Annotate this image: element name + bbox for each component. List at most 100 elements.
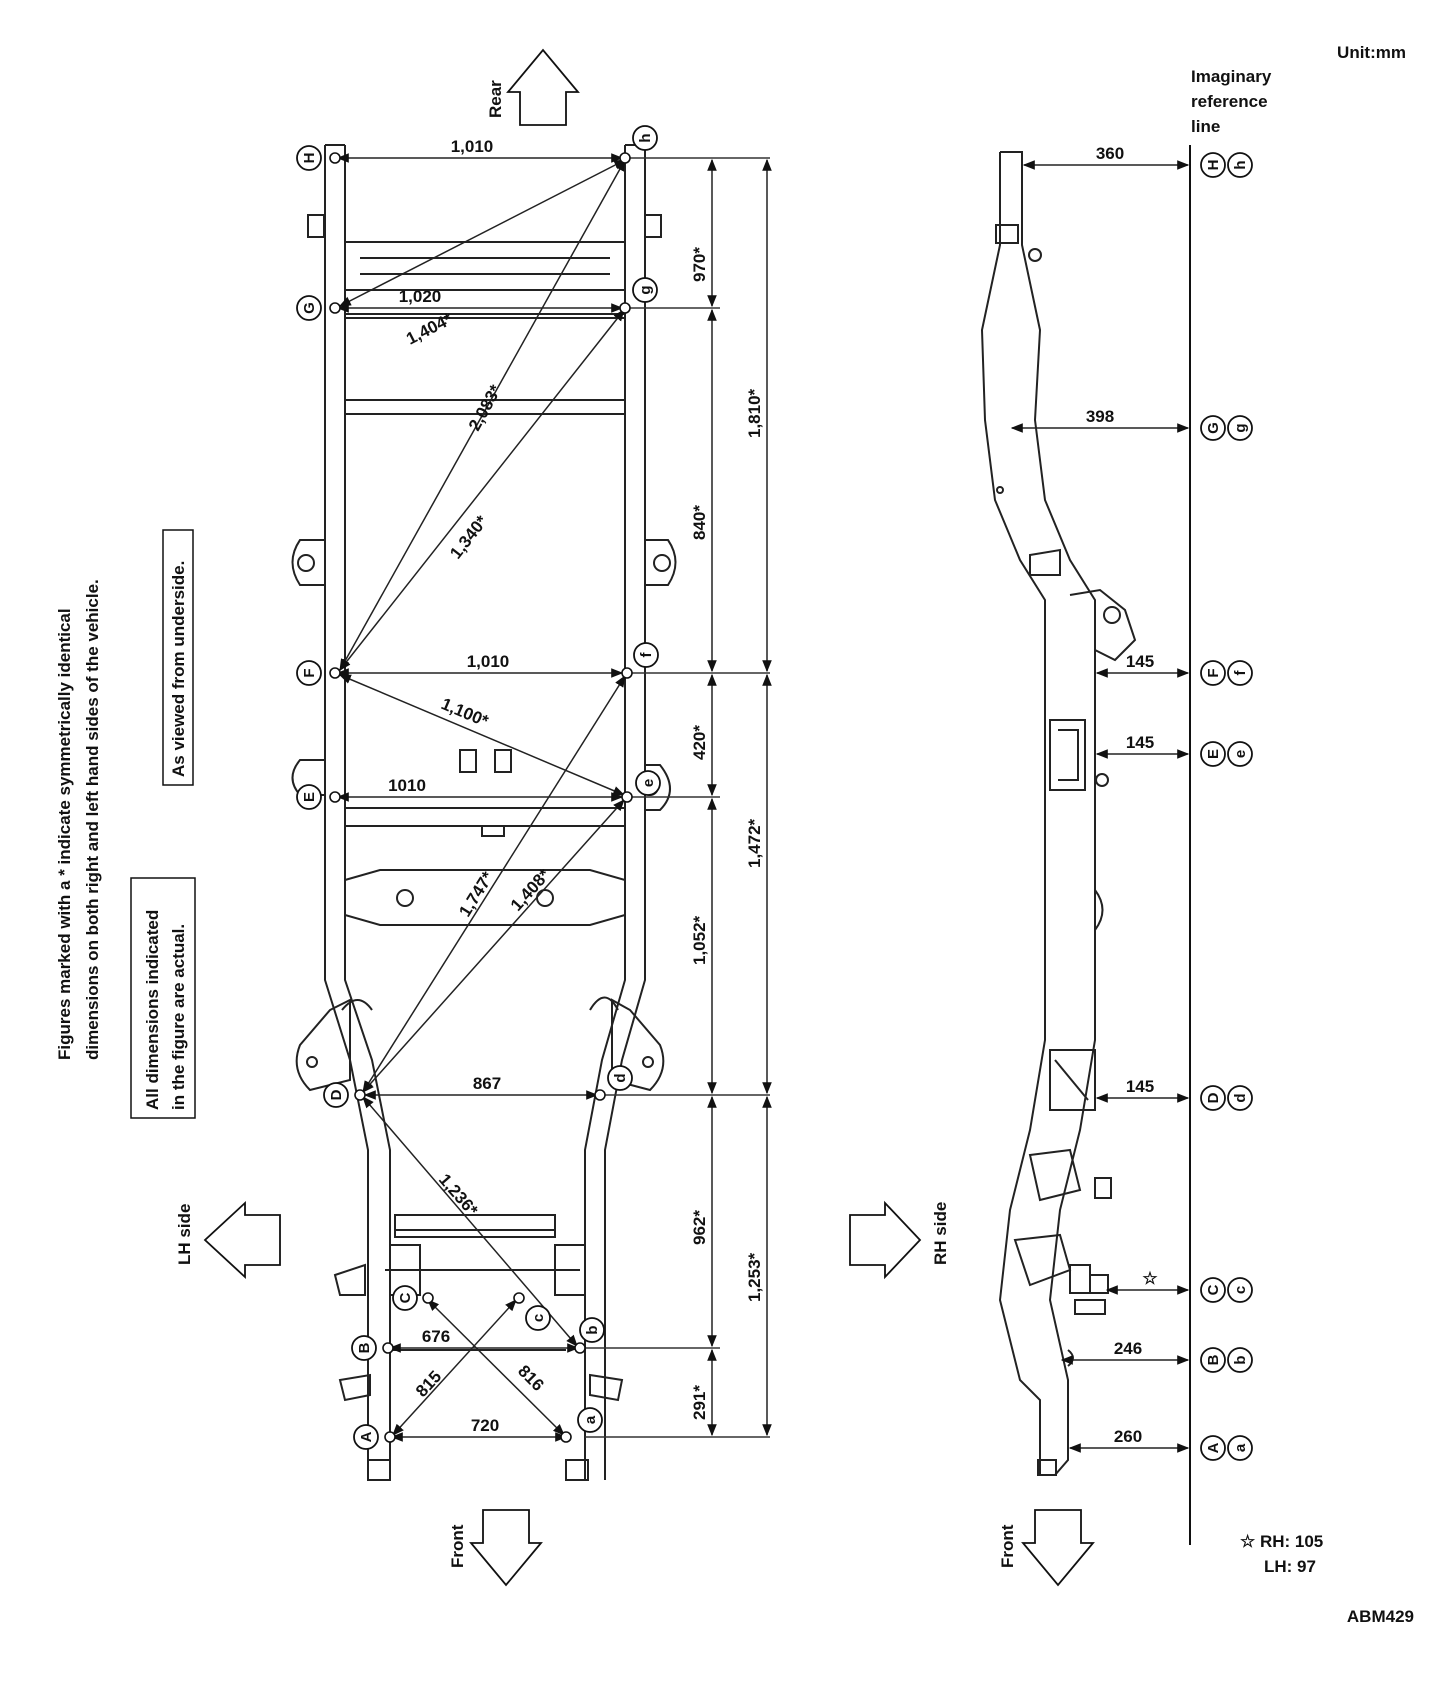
svg-text:Front: Front xyxy=(998,1524,1017,1568)
svg-text:g: g xyxy=(637,285,654,294)
width-G-g: 1,020 xyxy=(399,287,442,306)
length-b-a: 291* xyxy=(690,1385,709,1420)
side-point-labels: H h G g F f E e D d C c B b A a xyxy=(1200,152,1253,1461)
point-label-h: h xyxy=(632,125,658,151)
point-label-a: a xyxy=(577,1407,603,1433)
width-H-h: 1,010 xyxy=(451,137,494,156)
svg-text:B: B xyxy=(1205,1354,1222,1365)
point-label-D: D xyxy=(323,1082,349,1108)
plan-view-frame xyxy=(291,144,677,1481)
actual-dimensions-box: All dimensions indicated in the figure a… xyxy=(130,877,196,1119)
point-label-G: G xyxy=(296,295,322,321)
svg-text:LH side: LH side xyxy=(175,1204,194,1265)
side-label-B-b: B b xyxy=(1200,1347,1253,1373)
lh-side-arrow: LH side xyxy=(175,1200,281,1280)
length-f-d: 1,472* xyxy=(745,818,764,868)
plan-length-dimensions xyxy=(707,158,772,1437)
width-F-f: 1,010 xyxy=(467,652,510,671)
side-label-D-d: D d xyxy=(1200,1085,1253,1111)
svg-text:b: b xyxy=(1232,1355,1249,1364)
svg-text:g: g xyxy=(1232,423,1249,432)
svg-text:c: c xyxy=(1232,1286,1249,1294)
svg-text:F: F xyxy=(301,668,318,677)
svg-text:All dimensions indicated: All dimensions indicated xyxy=(143,910,162,1110)
point-label-c: c xyxy=(525,1305,551,1331)
length-d-b: 962* xyxy=(690,1210,709,1245)
svg-text:Rear: Rear xyxy=(486,80,505,118)
svg-text:h: h xyxy=(1232,160,1249,169)
svg-text:reference: reference xyxy=(1191,92,1268,111)
length-f-e: 420* xyxy=(690,725,709,760)
diag-h-G: 1,404* xyxy=(403,309,456,348)
svg-text:f: f xyxy=(638,652,655,658)
height-F: 145 xyxy=(1126,652,1154,671)
svg-text:dimensions on both right and l: dimensions on both right and left hand s… xyxy=(83,579,102,1060)
svg-text:H: H xyxy=(301,153,318,164)
point-label-E: E xyxy=(296,784,322,810)
point-label-H: H xyxy=(296,145,322,171)
svg-text:A: A xyxy=(358,1431,375,1442)
svg-text:C: C xyxy=(397,1292,414,1303)
point-label-A: A xyxy=(353,1424,379,1450)
svg-text:e: e xyxy=(640,779,657,787)
height-D: 145 xyxy=(1126,1077,1154,1096)
svg-text:f: f xyxy=(1232,670,1249,676)
length-d-a: 1,253* xyxy=(745,1252,764,1302)
point-label-e: e xyxy=(635,770,661,796)
svg-text:a: a xyxy=(1232,1443,1249,1452)
svg-text:e: e xyxy=(1232,750,1249,758)
svg-text:D: D xyxy=(1205,1092,1222,1103)
svg-text:F: F xyxy=(1205,668,1222,677)
length-g-f: 840* xyxy=(690,505,709,540)
symmetric-note: Figures marked with a * indicate symmetr… xyxy=(55,579,102,1060)
svg-text:A: A xyxy=(1205,1442,1222,1453)
width-E-e: 1010 xyxy=(388,776,426,795)
side-height-values: 360 398 145 145 145 ☆ 246 260 xyxy=(1086,144,1159,1446)
svg-text:c: c xyxy=(530,1314,547,1322)
plan-point-labels-upper: H G F E D C B A xyxy=(296,145,418,1450)
svg-text:Front: Front xyxy=(448,1524,467,1568)
diag-D-b: 1,236* xyxy=(435,1170,482,1220)
rh-side-arrow: RH side xyxy=(849,1200,950,1280)
svg-text:G: G xyxy=(1205,422,1222,434)
svg-text:a: a xyxy=(582,1415,599,1424)
svg-text:☆ RH: 105: ☆ RH: 105 xyxy=(1240,1532,1323,1551)
length-h-f: 1,810* xyxy=(745,388,764,438)
svg-text:G: G xyxy=(301,302,318,314)
svg-text:B: B xyxy=(356,1342,373,1353)
point-label-f: f xyxy=(633,642,659,668)
side-view-frame xyxy=(980,151,1137,1476)
svg-text:E: E xyxy=(1205,749,1222,759)
plan-diagonal-dimensions xyxy=(338,158,627,1436)
rear-arrow: Rear xyxy=(486,48,580,126)
height-H: 360 xyxy=(1096,144,1124,163)
side-label-A-a: A a xyxy=(1200,1435,1253,1461)
side-label-E-e: E e xyxy=(1200,741,1253,767)
point-label-C: C xyxy=(392,1285,418,1311)
svg-text:D: D xyxy=(328,1089,345,1100)
plan-point-labels-lower: h g f e d c b a xyxy=(525,125,661,1433)
diag-F-e: 1,100* xyxy=(438,694,491,731)
svg-text:in the figure are actual.: in the figure are actual. xyxy=(169,924,188,1110)
star-note: ☆ RH: 105 LH: 97 xyxy=(1240,1532,1323,1576)
svg-text:E: E xyxy=(301,792,318,802)
unit-label: Unit:mm xyxy=(1337,43,1406,62)
plan-measuring-points xyxy=(329,152,633,1443)
svg-text:d: d xyxy=(1232,1093,1249,1102)
width-D-d: 867 xyxy=(473,1074,501,1093)
figure-code: ABM429 xyxy=(1347,1607,1414,1626)
height-C: ☆ xyxy=(1142,1269,1158,1288)
svg-text:LH: 97: LH: 97 xyxy=(1264,1557,1316,1576)
front-arrow-left: Front xyxy=(448,1509,543,1587)
svg-text:b: b xyxy=(584,1325,601,1334)
point-label-g: g xyxy=(632,277,658,303)
viewed-from-underside-box: As viewed from underside. xyxy=(162,529,194,786)
point-label-b: b xyxy=(579,1317,605,1343)
height-A: 260 xyxy=(1114,1427,1142,1446)
svg-text:Imaginary: Imaginary xyxy=(1191,67,1272,86)
plan-length-values: 970* 840* 420* 1,052* 962* 291* 1,810* 1… xyxy=(690,247,764,1420)
svg-text:As viewed from underside.: As viewed from underside. xyxy=(169,561,188,777)
side-label-C-c: C c xyxy=(1200,1277,1253,1303)
height-E: 145 xyxy=(1126,733,1154,752)
diag-h-F: 2,083* xyxy=(465,381,506,434)
